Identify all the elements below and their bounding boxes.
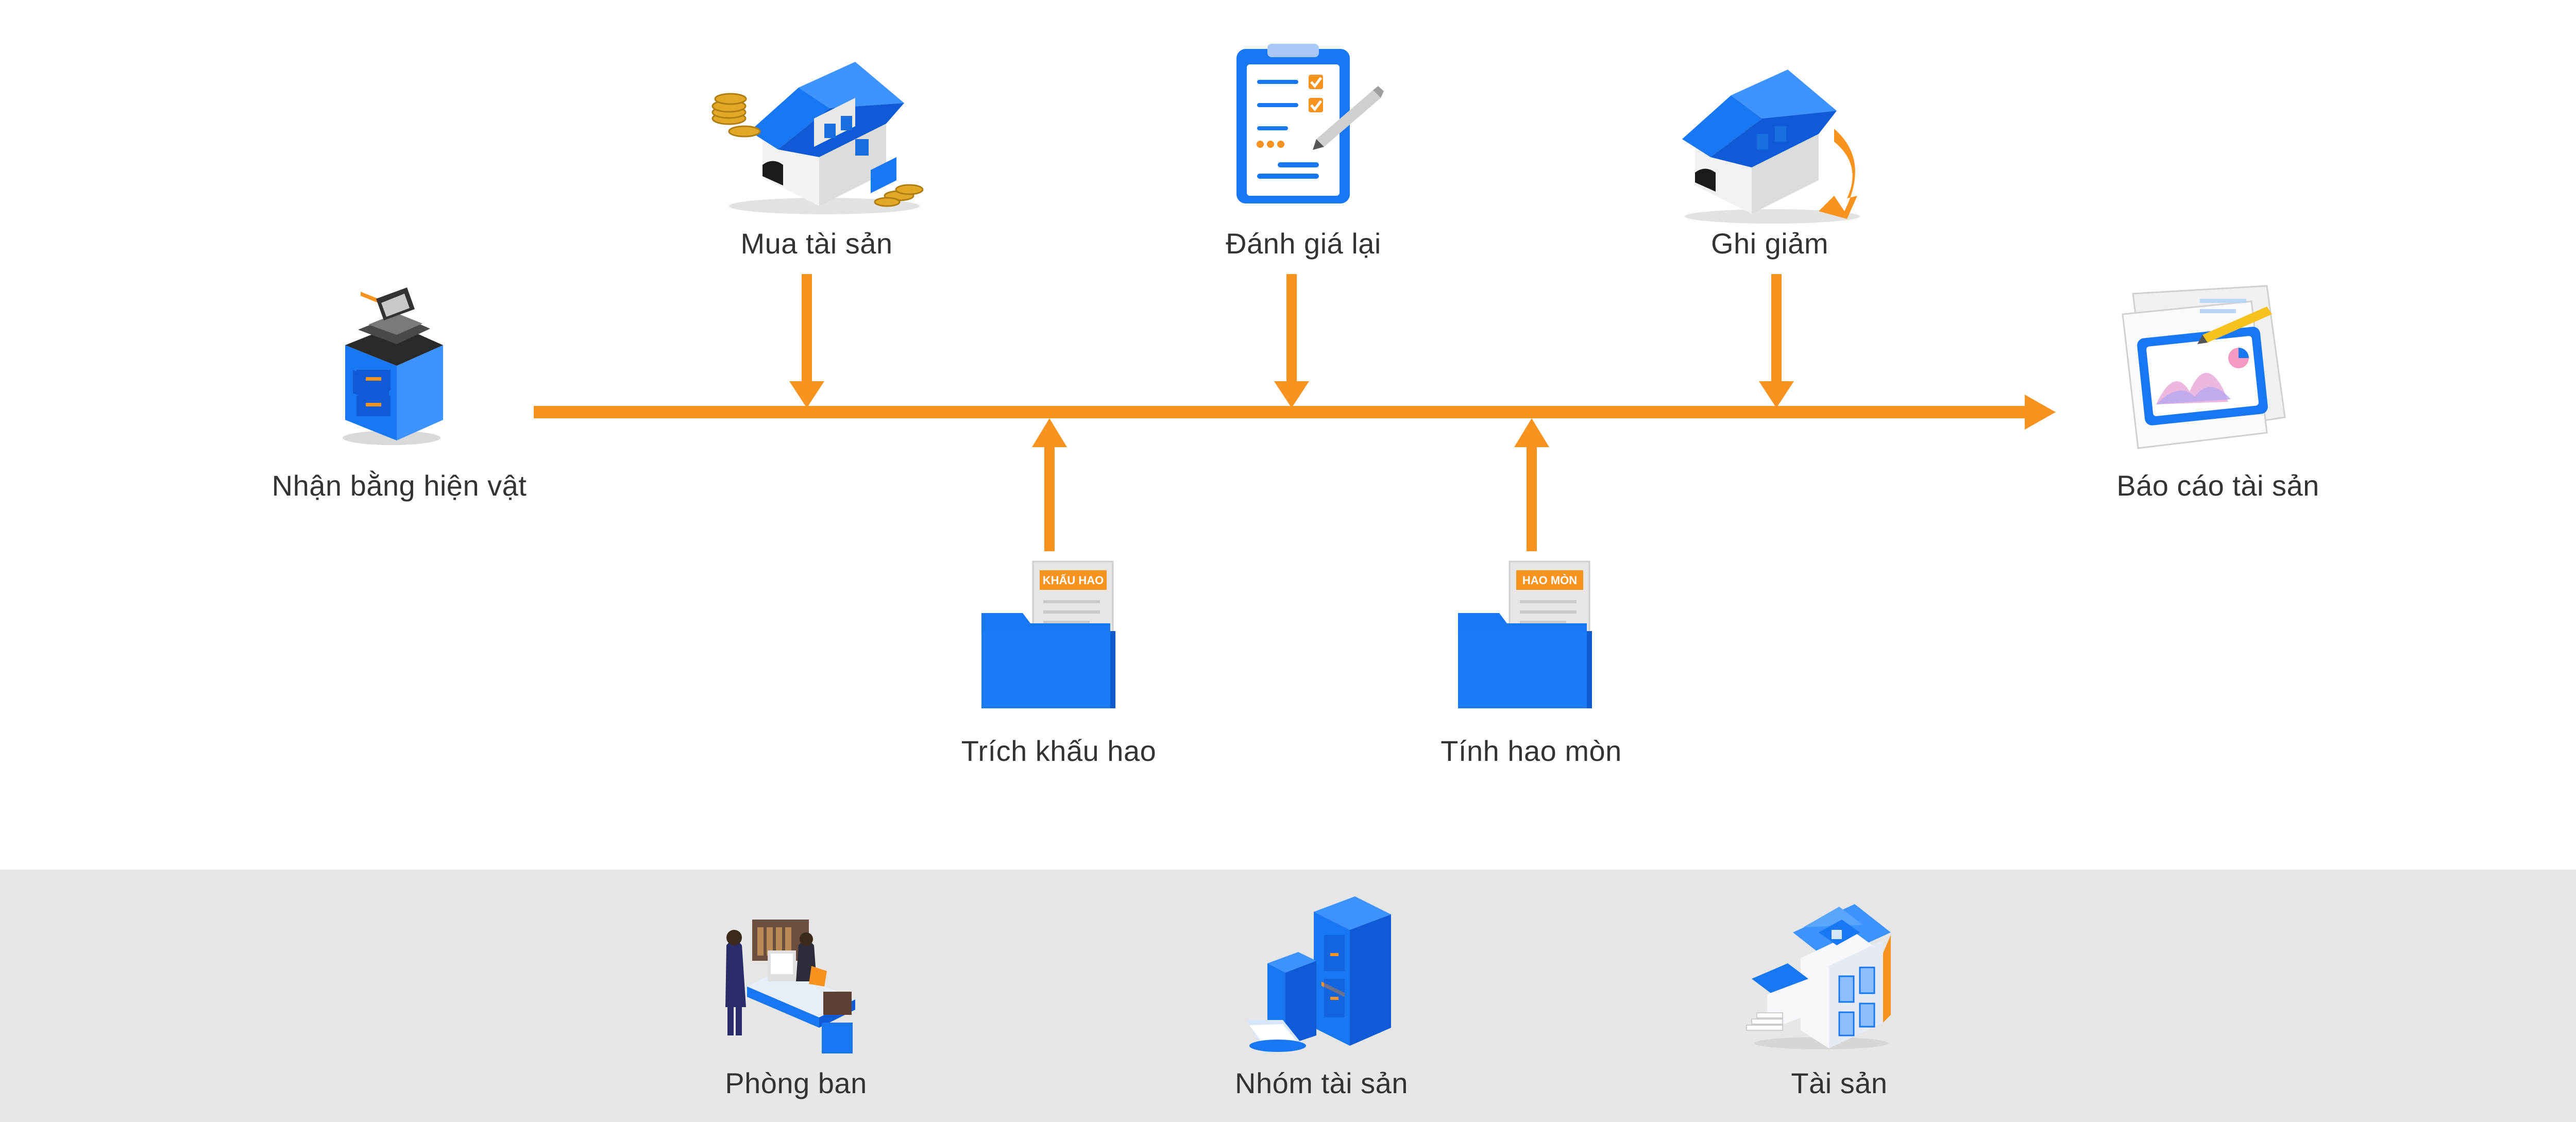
arrow-up-2 (1527, 442, 1537, 551)
arrow-up-1 (1044, 442, 1055, 551)
end-label: Báo cáo tài sản (2116, 469, 2319, 502)
cabinet-group-icon (1247, 896, 1391, 1053)
doc-tag-2: HAO MÒN (1522, 574, 1577, 587)
timeline-end-arrowhead (2025, 395, 2056, 430)
filing-cabinet-printer-icon (343, 287, 443, 445)
report-documents-icon (2122, 285, 2286, 449)
house-with-coins-icon (711, 62, 924, 214)
doc-tag-1: KHẤU HAO (1043, 574, 1104, 587)
bottom-step-1-label: Trích khấu hao (961, 735, 1157, 767)
catalog-1-label: Phòng ban (725, 1067, 867, 1099)
top-step-3-label: Ghi giảm (1710, 227, 1829, 260)
catalog-2-label: Nhóm tài sản (1235, 1067, 1408, 1099)
timeline-main-line (534, 406, 2033, 418)
arrow-down-3 (1771, 274, 1782, 387)
arrow-down-1 (802, 274, 812, 387)
timeline-arrows (534, 274, 2056, 551)
office-desk-people-icon (725, 920, 855, 1053)
top-step-1-label: Mua tài sản (740, 227, 893, 260)
arrow-down-2 (1286, 274, 1297, 387)
house-down-arrow-icon (1682, 70, 1860, 224)
top-step-2-label: Đánh giá lại (1226, 227, 1381, 260)
start-label: Nhận bằng hiện vật (272, 469, 527, 502)
house-asset-icon (1746, 904, 1891, 1049)
folder-document-icon: KHẤU HAO (981, 560, 1115, 708)
bottom-step-2-label: Tính hao mòn (1440, 735, 1622, 767)
folder-document-icon-2: HAO MÒN (1458, 560, 1592, 708)
catalog-3-label: Tài sản (1791, 1067, 1888, 1099)
clipboard-checklist-icon (1236, 44, 1384, 203)
